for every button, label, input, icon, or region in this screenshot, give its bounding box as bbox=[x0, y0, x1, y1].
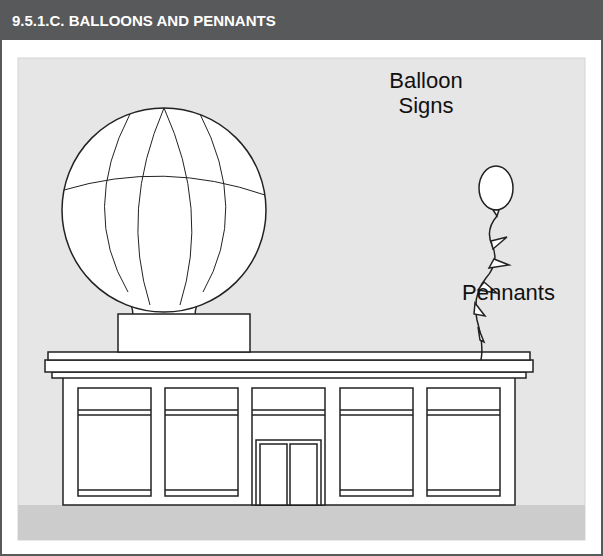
sign-label: Balloon Signs bbox=[378, 68, 474, 118]
door bbox=[290, 444, 317, 505]
header-bar bbox=[0, 0, 603, 40]
transom bbox=[340, 414, 413, 416]
cornice bbox=[45, 360, 533, 372]
sill bbox=[78, 489, 151, 491]
door-frame bbox=[256, 440, 321, 505]
balloon-sign bbox=[62, 108, 266, 352]
sill bbox=[165, 489, 238, 491]
pennant-label: Pennants bbox=[462, 280, 582, 305]
transom bbox=[252, 414, 325, 416]
facade bbox=[63, 377, 515, 505]
small-balloon bbox=[474, 166, 513, 360]
window bbox=[427, 388, 500, 496]
sill bbox=[340, 489, 413, 491]
pennant bbox=[489, 259, 509, 268]
balloon-base bbox=[118, 314, 250, 352]
pennant bbox=[478, 327, 484, 342]
cornice-base bbox=[52, 372, 526, 378]
transom bbox=[427, 414, 500, 416]
transom bbox=[165, 409, 238, 411]
window bbox=[165, 388, 238, 496]
ground bbox=[18, 505, 585, 540]
building bbox=[45, 352, 533, 505]
pennant bbox=[491, 237, 507, 249]
figure-title: 9.5.1.C. BALLOONS AND PENNANTS bbox=[12, 12, 276, 30]
seam bbox=[64, 176, 265, 195]
balloon-body bbox=[62, 108, 266, 312]
transom bbox=[165, 414, 238, 416]
sky-panel bbox=[18, 58, 585, 540]
transom bbox=[427, 409, 500, 411]
balloon bbox=[479, 166, 513, 210]
seam bbox=[200, 114, 226, 292]
door-bay bbox=[252, 388, 325, 505]
transom bbox=[340, 409, 413, 411]
seam bbox=[164, 108, 192, 305]
sill bbox=[427, 489, 500, 491]
transom bbox=[78, 414, 151, 416]
door bbox=[260, 444, 287, 505]
transom bbox=[78, 409, 151, 411]
window bbox=[78, 388, 151, 496]
cornice-top bbox=[48, 352, 530, 360]
balloon-knot bbox=[493, 210, 499, 216]
seam bbox=[104, 114, 130, 292]
window bbox=[340, 388, 413, 496]
balloon-seams bbox=[64, 108, 265, 305]
seam bbox=[138, 108, 164, 305]
transom bbox=[252, 409, 325, 411]
windows bbox=[78, 388, 500, 505]
